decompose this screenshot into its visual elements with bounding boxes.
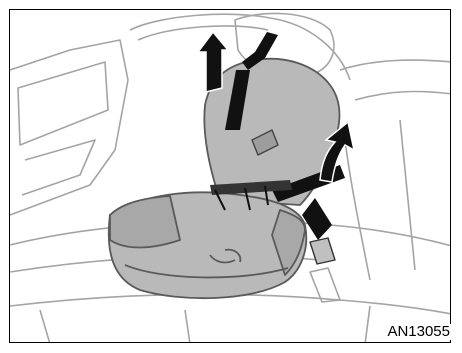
figure-code-label: AN13055 bbox=[385, 324, 452, 340]
illustration-frame bbox=[9, 9, 451, 343]
car-seat-illustration bbox=[10, 10, 451, 343]
